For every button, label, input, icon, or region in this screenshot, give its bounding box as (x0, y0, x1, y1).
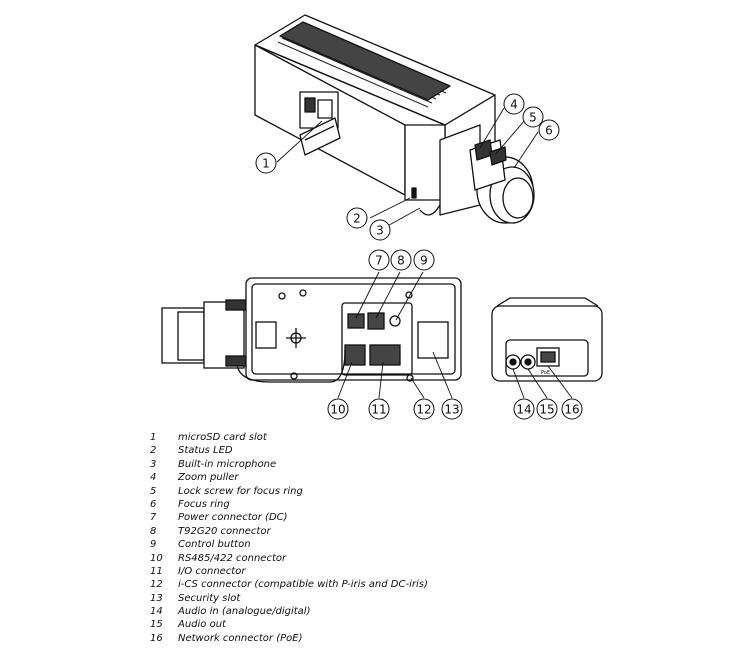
callout-10: 10 (327, 398, 349, 420)
legend-row: 4 Zoom puller (150, 471, 570, 484)
legend-label: microSD card slot (178, 432, 267, 443)
legend-label: I/O connector (178, 565, 246, 577)
legend-label: T92G20 connector (178, 525, 271, 537)
legend-row: 11 I/O connector (150, 565, 570, 578)
legend: 1 microSD card slot 2 Status LED 3 Built-in… (150, 431, 570, 645)
legend-label: Network connector (PoE) (178, 632, 303, 644)
svg-text:9: 9 (420, 254, 428, 268)
svg-text:5: 5 (529, 111, 537, 125)
callout-5: 5 (522, 106, 544, 128)
svg-text:2: 2 (353, 212, 361, 226)
io-connector (369, 344, 401, 366)
security-slot (417, 321, 449, 359)
svg-text:6: 6 (545, 124, 553, 138)
legend-row: 12 i-CS connector (compatible with P-iris… (150, 578, 570, 591)
svg-text:1: 1 (262, 157, 270, 171)
legend-label: RS485/422 connector (178, 552, 287, 564)
svg-text:7: 7 (375, 254, 383, 268)
poe-label: PoE (541, 370, 550, 376)
legend-label: Focus ring (178, 498, 230, 510)
legend-row: 5 Lock screw for focus ring (150, 485, 570, 498)
leader-lines-panel (512, 365, 573, 399)
legend-number: 3 (150, 458, 157, 470)
legend-label: Audio in (analogue/digital) (178, 606, 311, 618)
svg-text:15: 15 (539, 403, 554, 417)
callout-9: 9 (413, 249, 435, 271)
callout-7: 7 (368, 249, 390, 271)
camera-rear-view (161, 277, 462, 383)
power-connector (347, 313, 365, 329)
legend-number: 13 (150, 592, 163, 604)
legend-row: 6 Focus ring (150, 498, 570, 511)
legend-row: 7 Power connector (DC) (150, 511, 570, 524)
legend-label: Status LED (178, 445, 233, 457)
legend-number: 11 (150, 565, 163, 577)
camera-diagram: PoE 1 2 3 4 5 6 7 8 9 10 11 12 13 14 15 … (161, 14, 603, 420)
legend-number: 14 (150, 606, 163, 618)
legend-number: 8 (150, 525, 157, 537)
callout-13: 13 (441, 398, 463, 420)
callout-16: 16 (561, 398, 583, 420)
callout-2: 2 (346, 207, 368, 229)
legend-label: Control button (178, 539, 251, 551)
legend-number: 6 (150, 498, 157, 510)
legend-row: 2 Status LED (150, 444, 570, 457)
callout-8: 8 (390, 249, 412, 271)
control-button (389, 315, 401, 327)
legend-number: 4 (150, 472, 157, 484)
legend-number: 1 (150, 432, 157, 443)
camera-connector-panel (491, 297, 603, 382)
legend-label: Zoom puller (178, 472, 239, 484)
svg-text:13: 13 (444, 403, 459, 417)
legend-row: 1 microSD card slot (150, 431, 570, 444)
svg-text:8: 8 (397, 254, 405, 268)
svg-text:11: 11 (371, 403, 386, 417)
legend-number: 9 (150, 539, 157, 551)
legend-label: i-CS connector (compatible with P-iris a… (178, 579, 428, 591)
legend-number: 16 (150, 632, 163, 644)
legend-row: 8 T92G20 connector (150, 525, 570, 538)
legend-number: 12 (150, 579, 163, 591)
legend-number: 15 (150, 619, 163, 631)
svg-text:14: 14 (516, 403, 531, 417)
legend-row: 16 Network connector (PoE) (150, 632, 570, 645)
svg-text:10: 10 (330, 403, 345, 417)
callout-1: 1 (255, 152, 277, 174)
legend-label: Power connector (DC) (178, 512, 288, 524)
svg-text:16: 16 (564, 403, 579, 417)
legend-row: 13 Security slot (150, 592, 570, 605)
callout-11: 11 (368, 398, 390, 420)
legend-number: 10 (150, 552, 163, 564)
callout-6: 6 (538, 119, 560, 141)
legend-row: 15 Audio out (150, 618, 570, 631)
legend-label: Audio out (178, 619, 226, 631)
legend-row: 3 Built-in microphone (150, 458, 570, 471)
camera-top-view (254, 14, 535, 224)
legend-number: 5 (150, 485, 157, 497)
t92g20-connector (367, 312, 385, 330)
legend-label: Security slot (178, 592, 241, 604)
leader-lines-rear (337, 271, 453, 399)
svg-text:3: 3 (376, 224, 384, 238)
callout-12: 12 (413, 398, 435, 420)
legend-number: 2 (150, 445, 157, 457)
legend-number: 7 (150, 512, 157, 524)
rs485-connector (344, 344, 366, 366)
callout-15: 15 (536, 398, 558, 420)
legend-row: 10 RS485/422 connector (150, 552, 570, 565)
callout-3: 3 (369, 219, 391, 241)
callout-14: 14 (513, 398, 535, 420)
legend-label: Built-in microphone (178, 458, 277, 470)
legend-row: 14 Audio in (analogue/digital) (150, 605, 570, 618)
callout-4: 4 (503, 93, 525, 115)
legend-row: 9 Control button (150, 538, 570, 551)
legend-label: Lock screw for focus ring (178, 485, 303, 497)
svg-text:4: 4 (510, 98, 518, 112)
svg-text:12: 12 (416, 403, 431, 417)
